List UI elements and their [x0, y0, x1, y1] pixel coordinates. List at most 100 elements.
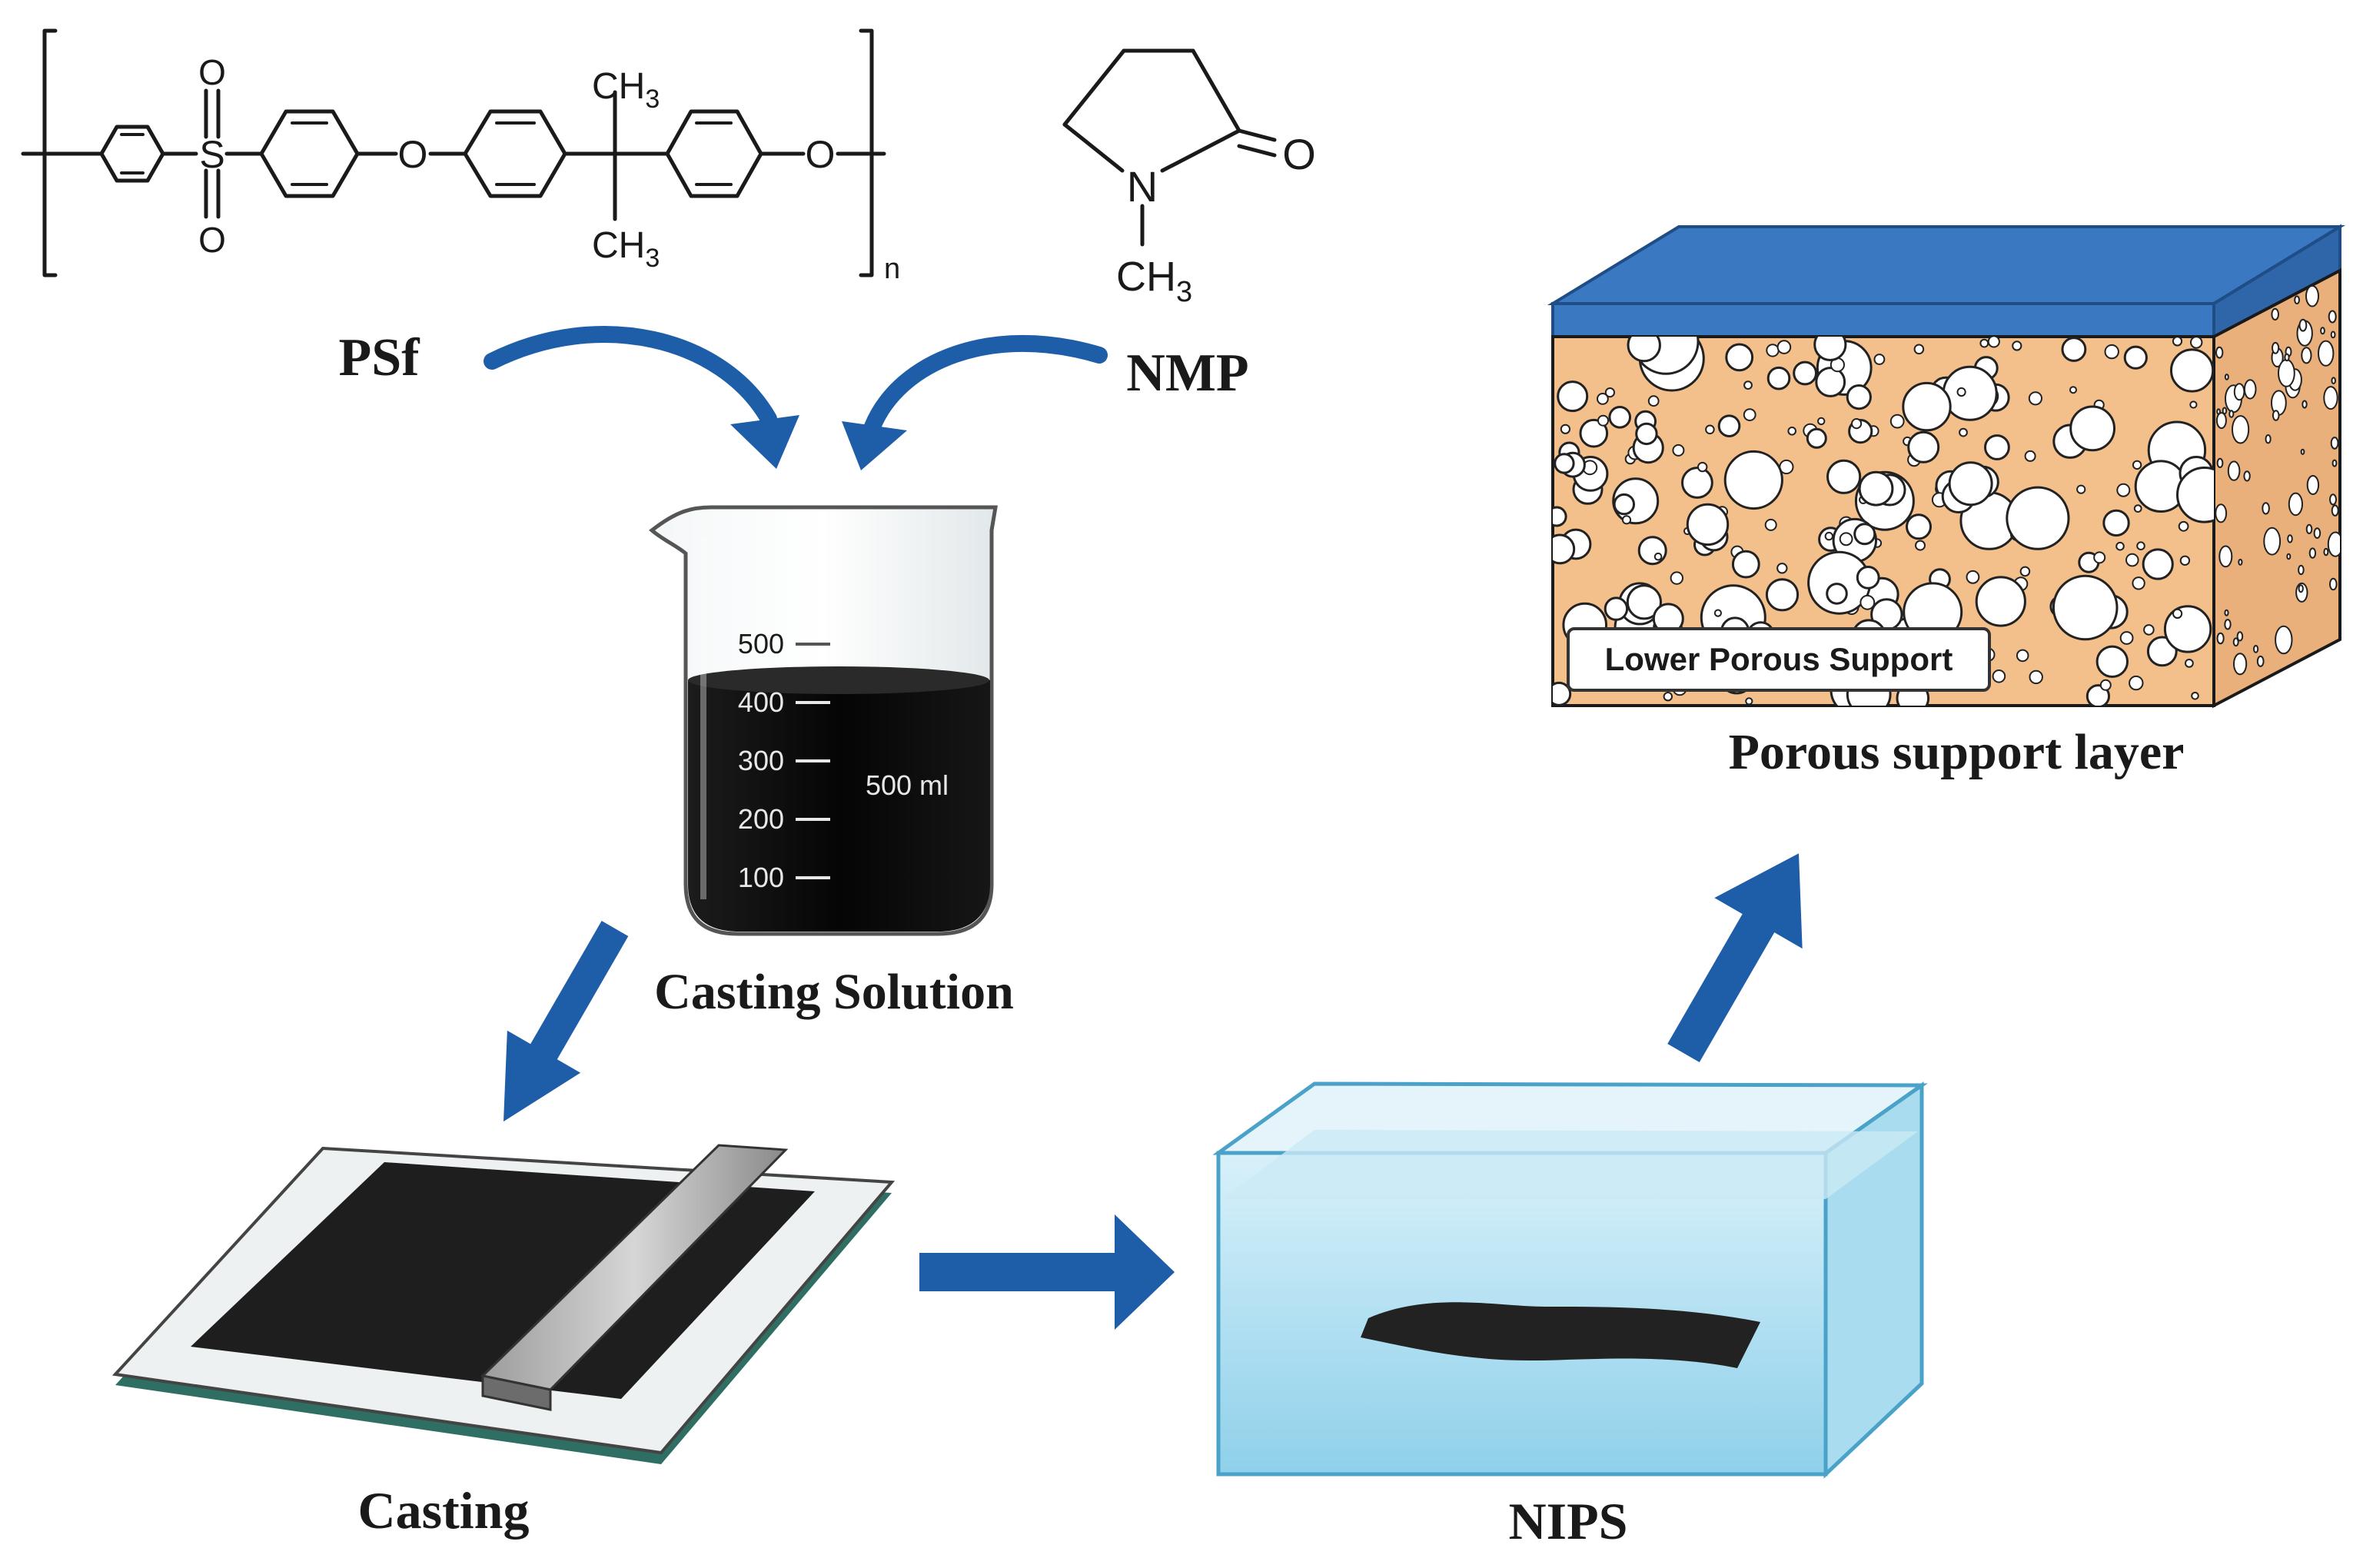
pore	[1776, 563, 1788, 574]
pore	[2012, 341, 2022, 351]
graduation-300: 300	[738, 745, 830, 776]
sulfur-atom: S	[199, 133, 224, 176]
nmp-nitrogen: N	[1127, 162, 1158, 211]
pore	[2129, 675, 2144, 691]
graduation-100: 100	[738, 862, 830, 893]
pore	[2115, 541, 2125, 551]
support-side-face	[2212, 267, 2341, 709]
pore	[1670, 571, 1684, 585]
top-layer-front	[1551, 302, 2215, 338]
pore	[1817, 417, 1826, 426]
pore	[2136, 541, 2145, 551]
pore	[1627, 337, 1661, 363]
pore	[1826, 583, 1848, 605]
pore	[2016, 649, 2029, 663]
pore	[1626, 584, 1662, 620]
pore	[2172, 608, 2183, 620]
methyl-top: CH3	[592, 66, 660, 114]
pore	[1731, 550, 1760, 579]
pore	[1743, 380, 1753, 390]
pore	[2328, 310, 2337, 324]
pore	[2233, 653, 2248, 676]
water-surface	[1222, 1130, 1918, 1199]
pore	[2313, 527, 2321, 539]
svg-text:100: 100	[738, 862, 784, 893]
pore	[2330, 437, 2339, 450]
pore	[1745, 697, 1753, 706]
pore	[1647, 395, 1660, 407]
pore	[2287, 534, 2293, 543]
pore	[2216, 457, 2224, 469]
pore	[2172, 337, 2183, 347]
pore	[2119, 631, 2134, 645]
pore	[1765, 578, 1800, 612]
repeat-unit-n: n	[884, 253, 900, 285]
graduation-200: 200	[738, 803, 830, 835]
pore	[1766, 366, 1791, 390]
pore	[2228, 410, 2235, 418]
pore	[2176, 467, 2214, 523]
pore	[2243, 379, 2257, 400]
pore	[2298, 564, 2305, 576]
pore	[2232, 415, 2250, 444]
psf-arrow-head	[730, 415, 799, 469]
arrow-to-casting	[504, 921, 629, 1122]
pore	[2215, 412, 2227, 430]
nmp-arrow-head	[842, 421, 907, 470]
casting-label: Casting	[358, 1481, 530, 1540]
pore	[2029, 669, 2043, 685]
pore	[2170, 348, 2214, 393]
svg-text:400: 400	[738, 686, 784, 718]
pore	[2099, 679, 2112, 691]
nips-label: NIPS	[1509, 1492, 1628, 1550]
pore	[1613, 493, 1636, 516]
pore	[2302, 400, 2308, 409]
pore	[2286, 553, 2292, 560]
pore	[1554, 453, 1575, 474]
pore	[2190, 337, 2203, 349]
pore	[1723, 450, 1783, 510]
pore	[1766, 344, 1780, 357]
pore	[1846, 384, 1872, 410]
pore	[2320, 327, 2325, 335]
inner-label-box	[1567, 627, 1991, 692]
pore	[1984, 434, 2010, 460]
svg-text:500: 500	[738, 628, 784, 659]
pore	[1992, 669, 2006, 683]
pore	[2329, 577, 2338, 591]
pore	[2272, 410, 2280, 421]
pore	[1859, 594, 1876, 610]
pore	[2216, 632, 2225, 645]
arrow-to-support	[1667, 853, 1803, 1062]
pore	[1653, 552, 1663, 561]
pore	[1697, 461, 1708, 473]
pore	[2006, 486, 2070, 550]
pore	[2298, 584, 2304, 593]
pore	[2132, 576, 2145, 590]
pore	[2227, 460, 2241, 481]
casting-solution-label: Casting Solution	[654, 964, 1014, 1020]
pore	[2331, 504, 2339, 517]
pores-side	[2215, 284, 2340, 676]
pore	[1793, 360, 1818, 386]
pore	[1907, 430, 1940, 463]
pore	[1560, 424, 1571, 434]
pore	[2224, 619, 2232, 630]
pore	[1806, 427, 1827, 449]
pore	[1705, 424, 1715, 435]
ether-oxygen-2: O	[806, 133, 836, 176]
pore	[1743, 408, 1756, 421]
liquid-surface	[688, 666, 989, 694]
psf-curved-arrow	[484, 326, 777, 427]
pore	[2061, 337, 2087, 362]
psf-structure: S O O O O CH3 CH3 n	[21, 28, 900, 285]
pore	[2298, 318, 2308, 332]
pore	[2271, 307, 2279, 321]
pore	[1681, 467, 1713, 499]
pore	[2125, 553, 2139, 567]
graduation-500: 500	[738, 628, 830, 659]
nips-water-bath	[1212, 1081, 1928, 1479]
pore	[2272, 341, 2280, 354]
pore	[2256, 655, 2265, 667]
nmp-curved-arrow	[864, 334, 1108, 435]
